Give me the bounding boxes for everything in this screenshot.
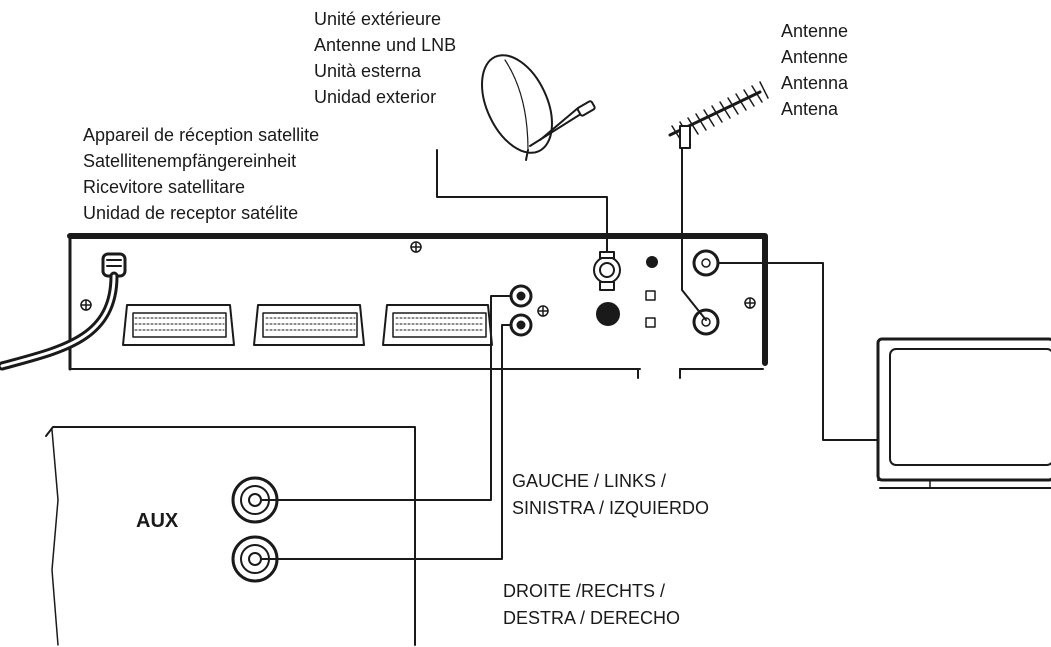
label-line: Unité extérieure xyxy=(314,9,442,29)
label-line: Unità esterna xyxy=(314,61,422,81)
aux-device xyxy=(45,426,416,646)
satellite-dish-icon xyxy=(481,54,596,161)
power-cable-icon xyxy=(0,252,127,371)
label-line: DROITE /RECHTS / xyxy=(503,581,666,601)
rca-jack-icon xyxy=(509,313,533,337)
label-line: Appareil de réception satellite xyxy=(83,125,320,145)
television-icon xyxy=(876,337,1051,489)
outdoor-unit-label: Unité extérieure Antenne und LNB Unità e… xyxy=(314,6,456,110)
yagi-antenna-icon xyxy=(668,81,769,149)
label-line: Antenne und LNB xyxy=(314,35,457,55)
scart-connector-icon xyxy=(382,304,493,346)
label-line: Satellitenempfängereinheit xyxy=(83,151,297,171)
lnb-input-connector-icon xyxy=(593,251,621,291)
scart-connector-icon xyxy=(253,304,365,346)
label-line: Unidad exterior xyxy=(314,87,437,107)
audio-cable-right xyxy=(261,324,512,560)
rca-jack-icon xyxy=(509,284,533,308)
rf-output-connector-icon xyxy=(692,249,720,277)
antenna-cable xyxy=(681,147,707,321)
label-line: SINISTRA / IZQUIERDO xyxy=(512,498,710,518)
label-line: Antenna xyxy=(781,73,849,93)
receiver-label: Appareil de réception satellite Satellit… xyxy=(83,122,319,226)
power-button-icon xyxy=(596,302,620,326)
audio-right-label: DROITE /RECHTS / DESTRA / DERECHO xyxy=(503,578,680,632)
audio-cable-left xyxy=(261,295,512,501)
label-line: GAUCHE / LINKS / xyxy=(512,471,667,491)
label-line: Antenne xyxy=(781,21,849,41)
switch-icon xyxy=(645,317,656,328)
indicator-led-icon xyxy=(646,256,658,268)
aux-label: AUX xyxy=(136,510,179,532)
antenna-label: Antenne Antenne Antenna Antena xyxy=(781,18,848,122)
label-line: Antenne xyxy=(781,47,849,67)
switch-icon xyxy=(645,290,656,301)
lnb-cable xyxy=(436,149,608,253)
screw-icon xyxy=(80,241,756,317)
satellite-receiver xyxy=(67,233,768,379)
label-line: Unidad de receptor satélite xyxy=(83,203,299,223)
scart-connector-icon xyxy=(122,304,235,346)
label-line: DESTRA / DERECHO xyxy=(503,608,681,628)
label-line: Antena xyxy=(781,99,839,119)
rf-input-connector-icon xyxy=(692,308,720,336)
audio-left-label: GAUCHE / LINKS / SINISTRA / IZQUIERDO xyxy=(512,468,709,522)
rf-cable-to-tv xyxy=(717,262,879,441)
label-line: Ricevitore satellitare xyxy=(83,177,246,197)
